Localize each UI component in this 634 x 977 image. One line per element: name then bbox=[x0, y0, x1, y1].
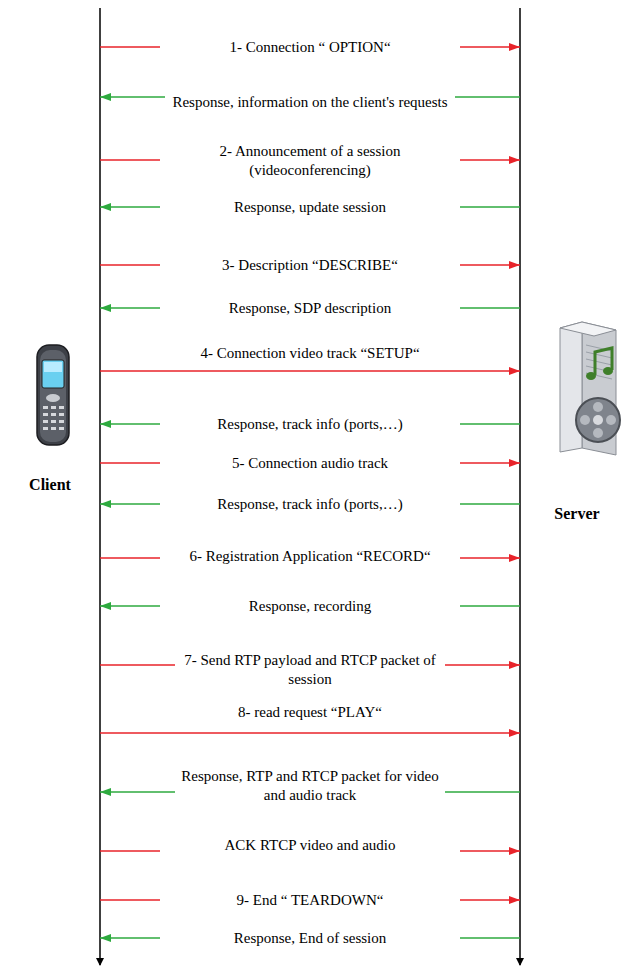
phone-icon bbox=[37, 345, 69, 445]
message-label: Response, track info (ports,…) bbox=[160, 415, 460, 434]
message-label: 6- Registration Application “RECORD“ bbox=[160, 547, 460, 566]
message-label: 7- Send RTP payload and RTCP packet of s… bbox=[175, 651, 445, 689]
message-label: 5- Connection audio track bbox=[160, 454, 460, 473]
actor-label: Client bbox=[0, 476, 100, 494]
message-label: 4- Connection video track “SETUP“ bbox=[190, 344, 430, 363]
message-label: Response, information on the client's re… bbox=[165, 93, 455, 112]
lifeline bbox=[519, 8, 521, 965]
message-label: 8- read request “PLAY“ bbox=[160, 703, 460, 722]
server-icon bbox=[560, 322, 620, 455]
message-arrow bbox=[100, 732, 520, 734]
message-label: Response, End of session bbox=[160, 929, 460, 948]
actor-label: Server bbox=[520, 505, 634, 523]
message-label: ACK RTCP video and audio bbox=[160, 836, 460, 855]
message-label: 1- Connection “ OPTION“ bbox=[160, 38, 460, 57]
message-label: Response, track info (ports,…) bbox=[160, 495, 460, 514]
lifeline bbox=[99, 8, 101, 965]
message-label: Response, recording bbox=[160, 597, 460, 616]
message-label: 2- Announcement of a session (videoconfe… bbox=[160, 142, 460, 180]
message-label: Response, SDP description bbox=[160, 299, 460, 318]
message-arrow bbox=[100, 370, 520, 372]
lifeline-actor: Server bbox=[520, 0, 634, 977]
message-label: 3- Description “DESCRIBE“ bbox=[160, 256, 460, 275]
message-label: 9- End “ TEARDOWN“ bbox=[160, 891, 460, 910]
message-label: Response, RTP and RTCP packet for video … bbox=[175, 767, 445, 805]
lifeline-actor: Client bbox=[0, 0, 100, 977]
message-label: Response, update session bbox=[160, 198, 460, 217]
